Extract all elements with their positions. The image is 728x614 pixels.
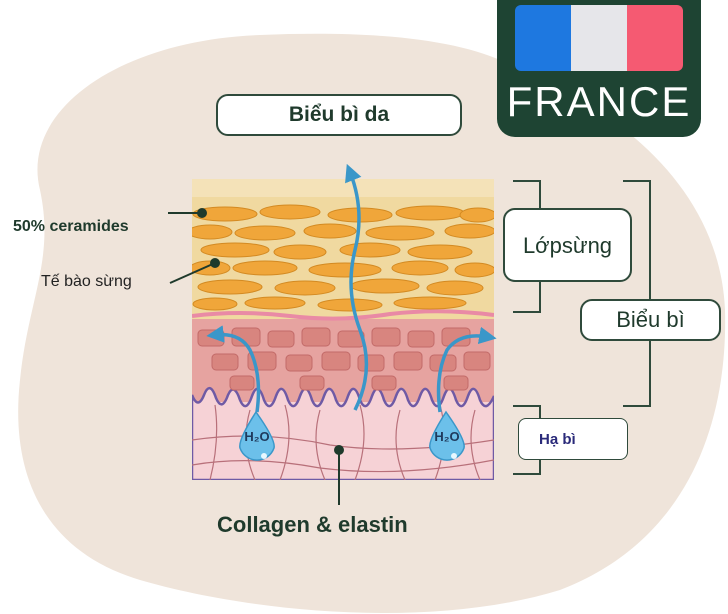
stratum-corneum-line-1: Lớp xyxy=(523,233,562,259)
right-water-label: H₂O xyxy=(434,429,459,444)
france-badge: FRANCE xyxy=(497,0,701,137)
epidermis-label: Biểu bì xyxy=(580,299,721,341)
france-flag-icon xyxy=(515,5,683,71)
flag-white-stripe xyxy=(571,5,627,71)
epidermis-top-label: Biểu bì da xyxy=(216,94,462,136)
stratum-corneum-line-2: sừng xyxy=(562,233,612,259)
france-text: FRANCE xyxy=(497,78,701,126)
collagen-label: Collagen & elastin xyxy=(217,512,408,538)
flag-red-stripe xyxy=(627,5,683,71)
stratum-corneum-label: Lớp sừng xyxy=(503,208,632,282)
dermis-label: Hạ bì xyxy=(518,418,628,460)
flag-blue-stripe xyxy=(515,5,571,71)
left-water-label: H₂O xyxy=(244,429,269,444)
corneocyte-label: Tế bào sừng xyxy=(41,273,132,291)
ceramides-label: 50% ceramides xyxy=(13,218,129,236)
